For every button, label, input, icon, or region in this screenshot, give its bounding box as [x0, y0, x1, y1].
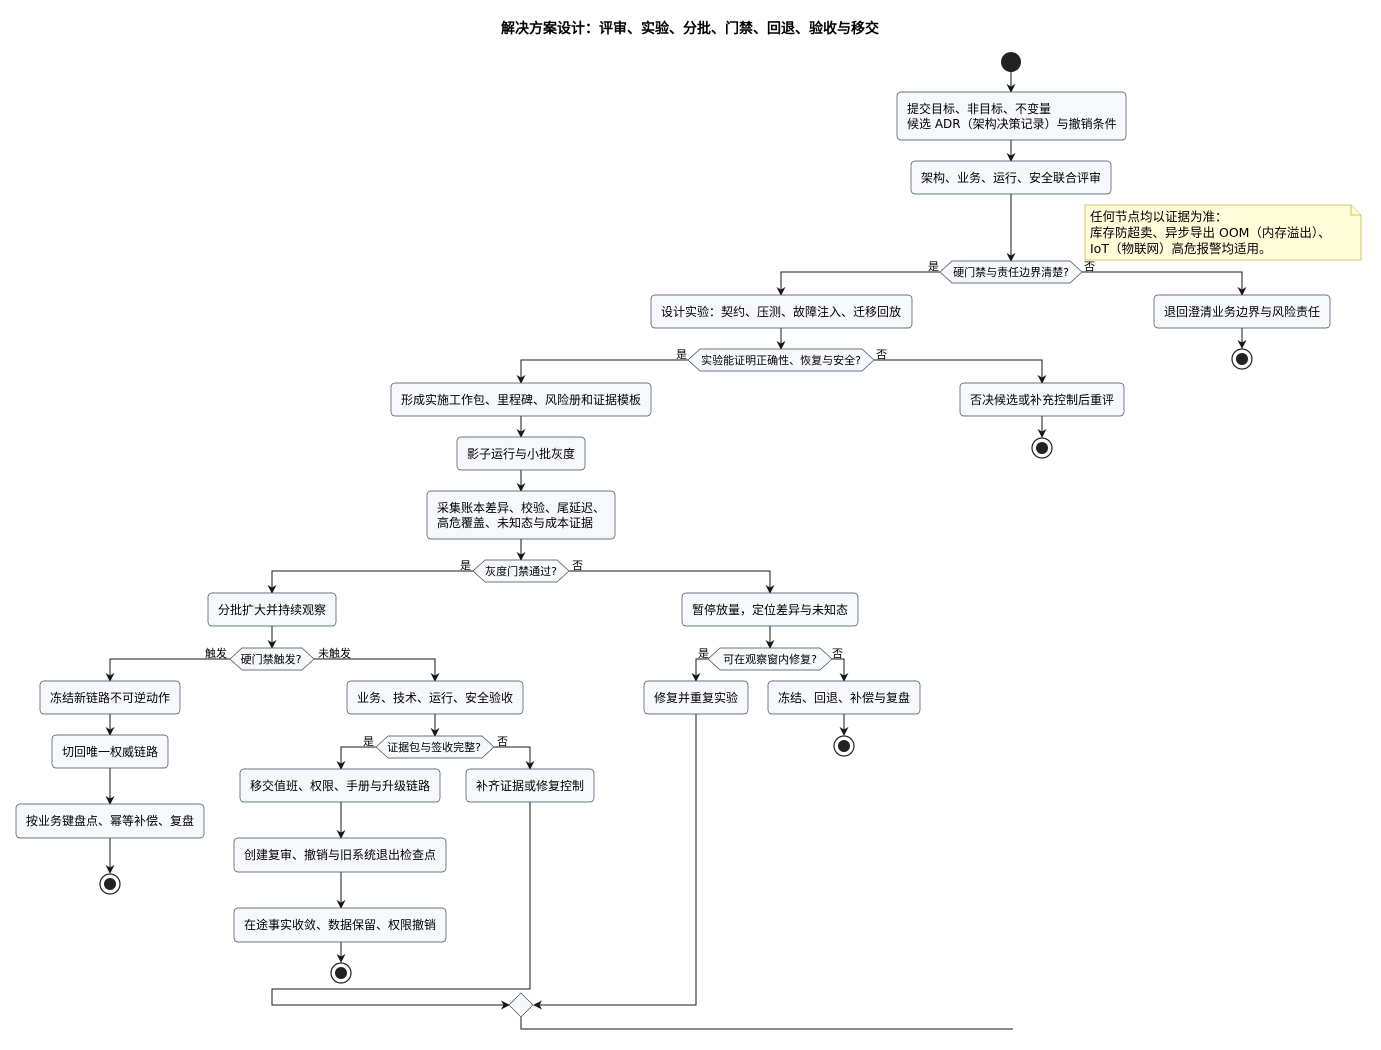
activity-fix-repeat-label: 修复并重复实验 — [654, 690, 738, 705]
merge-node — [508, 992, 534, 1018]
activity-collect-evidence-line1: 采集账本差异、校验、尾延迟、 — [437, 500, 605, 515]
activity-return-clarify-label: 退回澄清业务边界与风险责任 — [1164, 304, 1320, 319]
edges — [105, 72, 1247, 1030]
activity-handover-label: 移交值班、权限、手册与升级链路 — [250, 778, 430, 793]
activity-design-experiment: 设计实验：契约、压测、故障注入、迁移回放 — [650, 294, 913, 329]
end-node — [1031, 437, 1053, 459]
branch-label-yes: 是 — [676, 348, 687, 361]
note-line2: 库存防超卖、异步导出 OOM（内存溢出）、 — [1090, 225, 1331, 240]
activity-freeze-rollback: 冻结、回退、补偿与复盘 — [767, 680, 921, 715]
activity-handover: 移交值班、权限、手册与升级链路 — [239, 768, 441, 803]
branch-label-yes: 是 — [460, 559, 471, 572]
activity-expand-batch-label: 分批扩大并持续观察 — [218, 602, 326, 617]
decision-experiment-proves-label: 实验能证明正确性、恢复与安全? — [701, 353, 861, 367]
decision-canary-passed-label: 灰度门禁通过? — [485, 564, 557, 578]
activity-design-experiment-label: 设计实验：契约、压测、故障注入、迁移回放 — [661, 304, 901, 319]
decision-hard-gate-clear: 硬门禁与责任边界清楚? — [939, 260, 1083, 284]
activity-freeze-new-link: 冻结新链路不可逆动作 — [39, 680, 181, 715]
branch-label-no: 否 — [572, 559, 583, 572]
evidence-note: 任何节点均以证据为准： 库存防超卖、异步导出 OOM（内存溢出）、 IoT（物联… — [1084, 204, 1362, 261]
activity-create-checkpoint: 创建复审、撤销与旧系统退出检查点 — [233, 837, 447, 873]
activity-reject-candidate-label: 否决候选或补充控制后重评 — [970, 392, 1114, 407]
activity-reject-candidate: 否决候选或补充控制后重评 — [959, 382, 1125, 417]
branch-label-no: 否 — [876, 348, 887, 361]
activity-freeze-new-link-label: 冻结新链路不可逆动作 — [50, 690, 170, 705]
end-node — [833, 735, 855, 757]
activity-converge-facts-label: 在途事实收敛、数据保留、权限撤销 — [244, 917, 436, 932]
activity-return-clarify: 退回澄清业务边界与风险责任 — [1153, 294, 1331, 329]
branch-label-no: 否 — [1084, 260, 1095, 273]
activity-submit-goals-line1: 提交目标、非目标、不变量 — [907, 101, 1051, 116]
decision-fixable-in-window-label: 可在观察窗内修复? — [723, 652, 817, 666]
note-line1: 任何节点均以证据为准： — [1090, 209, 1228, 224]
branch-label-yes: 是 — [698, 647, 709, 660]
decision-evidence-complete-label: 证据包与签收完整? — [387, 740, 481, 754]
activity-collect-evidence-line2: 高危覆盖、未知态与成本证据 — [437, 515, 593, 530]
branch-label-yes: 是 — [363, 735, 374, 748]
decision-hard-gate-triggered: 硬门禁触发? — [229, 647, 315, 671]
activity-work-package-label: 形成实施工作包、里程碑、风险册和证据模板 — [401, 392, 641, 407]
branch-label-yes: 是 — [928, 260, 939, 273]
activity-submit-goals: 提交目标、非目标、不变量 候选 ADR（架构决策记录）与撤销条件 — [896, 91, 1127, 141]
note-line3: IoT（物联网）高危报警均适用。 — [1090, 241, 1271, 256]
activity-expand-batch: 分批扩大并持续观察 — [207, 592, 337, 627]
decision-evidence-complete: 证据包与签收完整? — [375, 735, 495, 759]
end-node — [99, 873, 121, 895]
branch-label-no: 否 — [832, 647, 843, 660]
activity-converge-facts: 在途事实收敛、数据保留、权限撤销 — [233, 907, 447, 943]
activity-switch-back: 切回唯一权威链路 — [51, 734, 169, 769]
activity-acceptance: 业务、技术、运行、安全验收 — [346, 680, 524, 715]
activity-submit-goals-line2: 候选 ADR（架构决策记录）与撤销条件 — [907, 116, 1117, 131]
activity-work-package: 形成实施工作包、里程碑、风险册和证据模板 — [390, 382, 652, 417]
activity-collect-evidence: 采集账本差异、校验、尾延迟、 高危覆盖、未知态与成本证据 — [426, 490, 616, 540]
activity-joint-review-label: 架构、业务、运行、安全联合评审 — [921, 170, 1101, 185]
activity-acceptance-label: 业务、技术、运行、安全验收 — [357, 690, 513, 705]
activity-pause-rollout: 暂停放量，定位差异与未知态 — [681, 592, 859, 627]
activity-business-inventory: 按业务键盘点、幂等补偿、复盘 — [15, 803, 205, 839]
branch-label-triggered: 触发 — [205, 646, 227, 660]
activity-create-checkpoint-label: 创建复审、撤销与旧系统退出检查点 — [244, 847, 436, 862]
activity-switch-back-label: 切回唯一权威链路 — [62, 744, 158, 759]
activity-freeze-rollback-label: 冻结、回退、补偿与复盘 — [778, 690, 910, 705]
activity-fix-repeat: 修复并重复实验 — [643, 680, 749, 715]
diagram-title: 解决方案设计：评审、实验、分批、门禁、回退、验收与移交 — [501, 20, 879, 37]
activity-business-inventory-label: 按业务键盘点、幂等补偿、复盘 — [26, 813, 194, 828]
end-node — [330, 962, 352, 984]
decision-hard-gate-clear-label: 硬门禁与责任边界清楚? — [953, 265, 1069, 279]
activity-joint-review: 架构、业务、运行、安全联合评审 — [910, 160, 1112, 195]
decision-canary-passed: 灰度门禁通过? — [472, 559, 570, 583]
end-node — [1231, 348, 1253, 370]
decision-experiment-proves: 实验能证明正确性、恢复与安全? — [687, 348, 875, 372]
activity-supplement-evidence: 补齐证据或修复控制 — [465, 768, 595, 803]
activity-shadow-run-label: 影子运行与小批灰度 — [467, 446, 575, 461]
activity-shadow-run: 影子运行与小批灰度 — [456, 436, 586, 471]
activity-supplement-evidence-label: 补齐证据或修复控制 — [476, 778, 584, 793]
branch-label-not-triggered: 未触发 — [318, 646, 351, 660]
decision-fixable-in-window: 可在观察窗内修复? — [707, 647, 833, 671]
branch-label-no: 否 — [497, 735, 508, 748]
decision-hard-gate-triggered-label: 硬门禁触发? — [241, 652, 302, 666]
activity-pause-rollout-label: 暂停放量，定位差异与未知态 — [692, 602, 848, 617]
start-node — [1001, 52, 1021, 72]
